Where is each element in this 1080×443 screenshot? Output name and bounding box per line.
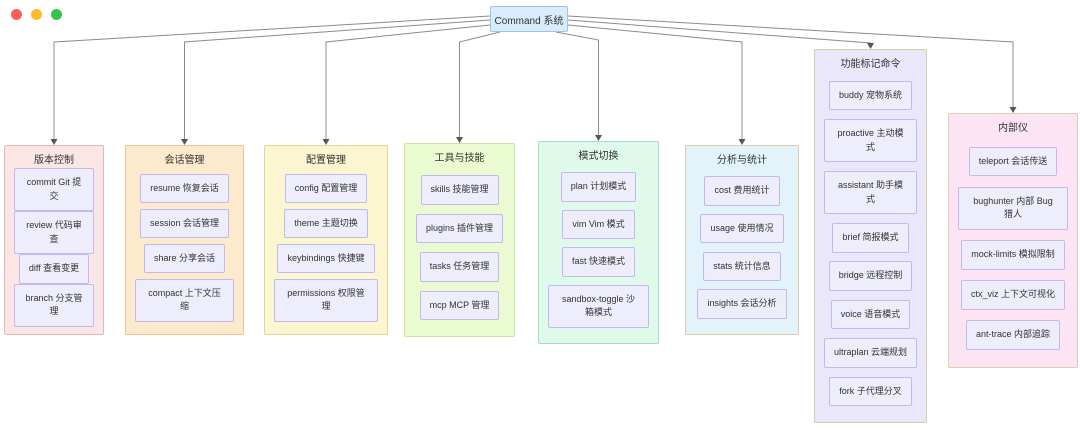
connector bbox=[555, 31, 599, 140]
connector bbox=[325, 24, 491, 144]
node-item[interactable]: teleport 会话传送 bbox=[968, 146, 1058, 176]
node-item[interactable]: plan 计划模式 bbox=[560, 172, 637, 202]
node-item[interactable]: session 会话管理 bbox=[139, 208, 230, 238]
group-analytics-stats: 分析与统计 cost 费用统计 usage 使用情况 stats 统计信息 insig… bbox=[685, 145, 799, 335]
group-internal: 内部仪 teleport 会话传送 bughunter 内部 Bug 猎人 mock… bbox=[948, 113, 1078, 368]
node-item[interactable]: insights 会话分析 bbox=[697, 289, 787, 319]
node-item[interactable]: brief 简报模式 bbox=[832, 223, 909, 253]
node-item[interactable]: proactive 主动模式 bbox=[823, 119, 918, 163]
node-item[interactable]: fast 快速模式 bbox=[561, 247, 635, 277]
group-items: cost 费用统计 usage 使用情况 stats 统计信息 insights 会话… bbox=[686, 166, 798, 334]
node-item[interactable]: fork 子代理分叉 bbox=[829, 376, 912, 406]
node-item[interactable]: stats 统计信息 bbox=[703, 251, 781, 282]
node-item[interactable]: vim Vim 模式 bbox=[562, 209, 635, 240]
node-item[interactable]: review 代码审查 bbox=[13, 211, 95, 255]
window-zoom-button[interactable] bbox=[51, 9, 62, 20]
node-item[interactable]: ultraplan 云端规划 bbox=[823, 338, 918, 368]
window-minimize-button[interactable] bbox=[31, 9, 42, 20]
group-items: buddy 宠物系统 proactive 主动模式 assistant 助手模式 br… bbox=[815, 70, 926, 422]
group-title-internal: 内部仪 bbox=[998, 123, 1028, 134]
node-item[interactable]: theme 主题切换 bbox=[284, 208, 368, 238]
group-title-version-control: 版本控制 bbox=[34, 155, 74, 166]
node-item[interactable]: sandbox-toggle 沙箱模式 bbox=[548, 284, 649, 328]
root-node[interactable]: Command 系统 bbox=[490, 6, 568, 32]
connector bbox=[567, 19, 871, 48]
connector bbox=[184, 19, 491, 144]
node-item[interactable]: mock-limits 模拟限制 bbox=[961, 240, 1065, 270]
group-title-feature-flags: 功能标记命令 bbox=[840, 59, 901, 70]
node-item[interactable]: voice 语音模式 bbox=[830, 299, 911, 330]
node-item[interactable]: mcp MCP 管理 bbox=[419, 290, 500, 320]
group-mode-switch: 模式切换 plan 计划模式 vim Vim 模式 fast 快速模式 sandbox… bbox=[538, 141, 659, 344]
group-tools-skills: 工具与技能 skills 技能管理 plugins 插件管理 tasks 任务管理 m… bbox=[404, 143, 515, 337]
group-title-analytics-stats: 分析与统计 bbox=[717, 155, 767, 166]
node-item[interactable]: cost 费用统计 bbox=[704, 176, 780, 206]
connector bbox=[567, 15, 1014, 112]
group-title-mode-switch: 模式切换 bbox=[578, 151, 619, 162]
node-item[interactable]: skills 技能管理 bbox=[420, 175, 499, 205]
node-item[interactable]: permissions 权限管理 bbox=[274, 278, 378, 322]
root-node-label: Command 系统 bbox=[494, 15, 564, 27]
group-title-session-management: 会话管理 bbox=[164, 155, 205, 166]
node-item[interactable]: tasks 任务管理 bbox=[419, 252, 500, 282]
node-item[interactable]: keybindings 快捷键 bbox=[277, 243, 375, 273]
node-item[interactable]: config 配置管理 bbox=[284, 173, 368, 203]
node-item[interactable]: resume 恢复会话 bbox=[140, 173, 229, 203]
node-item[interactable]: bughunter 内部 Bug 猎人 bbox=[958, 186, 1068, 230]
group-items: resume 恢复会话 session 会话管理 share 分享会话 compact… bbox=[126, 166, 243, 334]
group-items: teleport 会话传送 bughunter 内部 Bug 猎人 mock-lim… bbox=[949, 134, 1077, 367]
node-item[interactable]: bridge 远程控制 bbox=[828, 261, 913, 291]
group-items: skills 技能管理 plugins 插件管理 tasks 任务管理 mcp MCP… bbox=[405, 164, 514, 336]
group-title-config-management: 配置管理 bbox=[306, 155, 346, 166]
group-title-tools-skills: 工具与技能 bbox=[434, 153, 485, 164]
window-close-button[interactable] bbox=[11, 9, 22, 20]
node-item[interactable]: commit Git 提交 bbox=[13, 168, 95, 212]
node-item[interactable]: ant-trace 内部追踪 bbox=[965, 320, 1061, 350]
connector bbox=[459, 31, 501, 142]
node-item[interactable]: buddy 宠物系统 bbox=[828, 80, 913, 111]
node-item[interactable]: ctx_viz 上下文可视化 bbox=[960, 280, 1065, 310]
node-item[interactable]: assistant 助手模式 bbox=[823, 171, 918, 215]
connector bbox=[53, 15, 491, 144]
node-item[interactable]: plugins 插件管理 bbox=[415, 213, 504, 243]
node-item[interactable]: usage 使用情况 bbox=[700, 213, 784, 244]
group-session-management: 会话管理 resume 恢复会话 session 会话管理 share 分享会话 co… bbox=[125, 145, 244, 335]
node-item[interactable]: branch 分支管理 bbox=[13, 283, 95, 327]
group-items: config 配置管理 theme 主题切换 keybindings 快捷键 perm… bbox=[265, 166, 387, 334]
group-items: plan 计划模式 vim Vim 模式 fast 快速模式 sandbox-togg… bbox=[539, 162, 658, 343]
connector bbox=[567, 24, 743, 144]
node-item[interactable]: compact 上下文压缩 bbox=[135, 278, 234, 322]
node-item[interactable]: share 分享会话 bbox=[143, 243, 225, 273]
node-item[interactable]: diff 查看变更 bbox=[18, 254, 90, 284]
group-config-management: 配置管理 config 配置管理 theme 主题切换 keybindings 快捷… bbox=[264, 145, 388, 335]
group-feature-flags: 功能标记命令 buddy 宠物系统 proactive 主动模式 assistant… bbox=[814, 49, 927, 423]
window-controls bbox=[11, 9, 62, 20]
